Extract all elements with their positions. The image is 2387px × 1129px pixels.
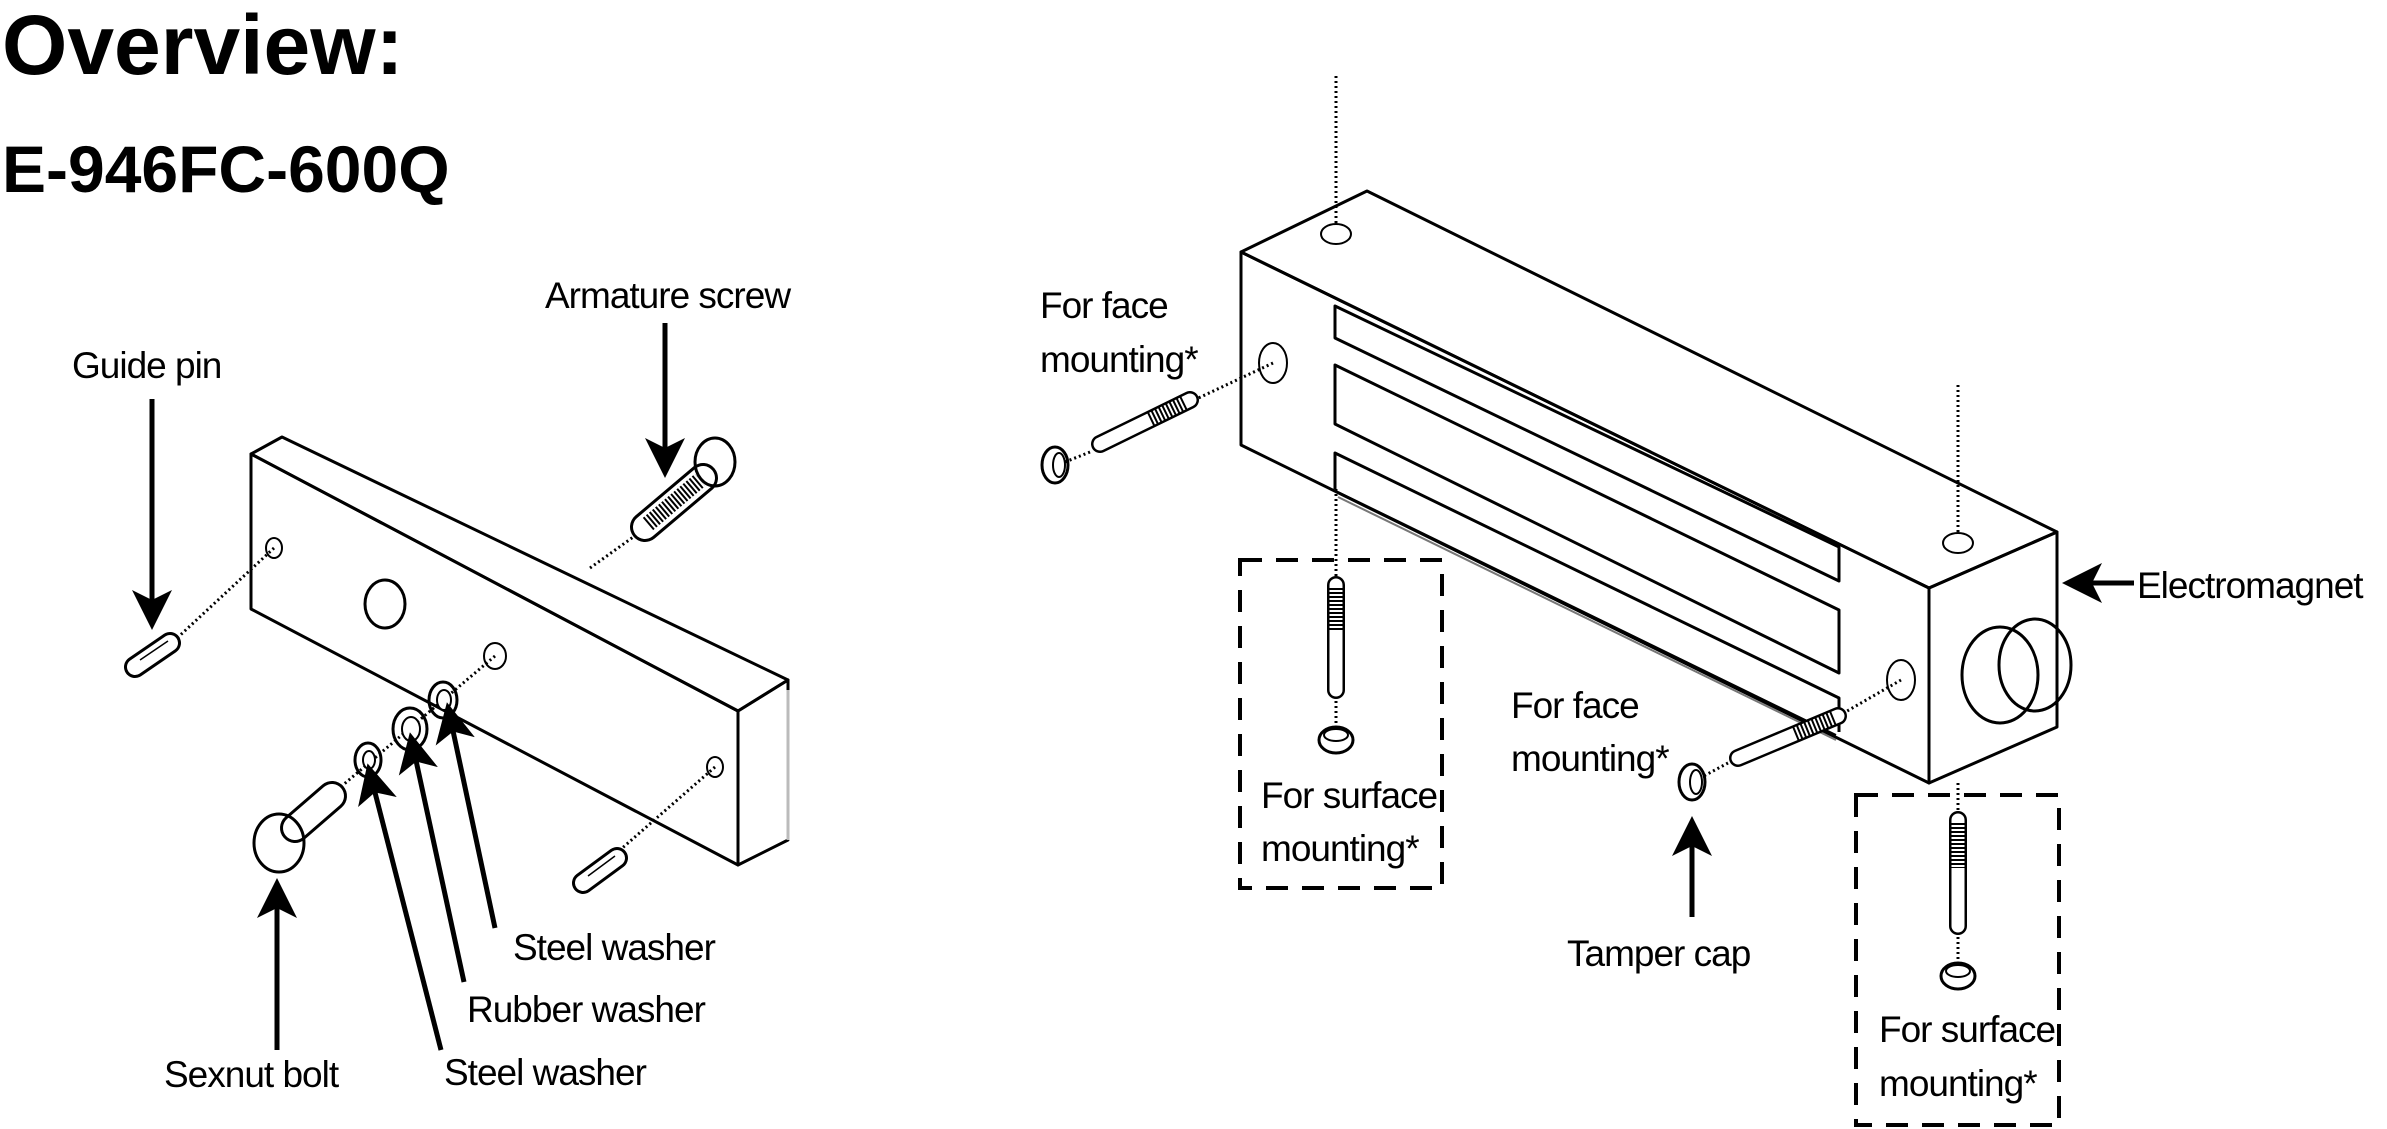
guide-pin-label: Guide pin <box>72 345 221 386</box>
surface-mounting-label: mounting* <box>1261 828 1419 869</box>
electromagnet-body <box>1239 189 2059 785</box>
surface-cap-icon <box>1939 961 1977 991</box>
cable-grommet-icon <box>1960 617 2073 725</box>
model-number: E-946FC-600Q <box>2 132 450 206</box>
surface-mount-box-right <box>1854 793 2061 1127</box>
face-mounting-label: For face <box>1040 285 1168 326</box>
steel-washer-arrow <box>435 702 498 929</box>
tamper-cap-icon <box>1040 445 1070 485</box>
rubber-washer-label: Rubber washer <box>467 989 706 1030</box>
surface-cap-icon <box>1317 725 1355 755</box>
surface-mounting-label: For surface <box>1261 775 1437 816</box>
surface-mounting-label: For surface <box>1879 1009 2055 1050</box>
armature-screw-icon <box>630 436 737 542</box>
center-hole <box>363 578 407 630</box>
steel-washer-label: Steel washer <box>513 927 716 968</box>
armature-plate <box>249 435 790 867</box>
page-title: Overview: <box>2 0 404 92</box>
surface-mounting-label: mounting* <box>1879 1063 2037 1104</box>
electromagnet-label: Electromagnet <box>2137 565 2364 606</box>
surface-mount-hole <box>1320 223 1352 245</box>
guide-pin-icon <box>124 632 181 678</box>
face-mounting-label: mounting* <box>1511 738 1669 779</box>
tamper-cap-icon <box>1677 762 1707 802</box>
steel-washer-label: Steel washer <box>444 1052 647 1093</box>
tamper-cap-label: Tamper cap <box>1567 933 1751 974</box>
armature-screw-label: Armature screw <box>545 275 791 316</box>
guide-pin-icon <box>572 847 628 894</box>
surface-mount-hole <box>1942 532 1974 554</box>
sexnut-bolt-icon <box>252 781 347 874</box>
face-mount-screw-icon <box>1729 707 1847 767</box>
steel-washer-icon <box>427 680 459 720</box>
steel-washer-arrow <box>358 763 444 1051</box>
rubber-washer-arrow <box>398 732 467 983</box>
face-mount-screw-icon <box>1091 391 1199 453</box>
face-mounting-label: mounting* <box>1040 339 1198 380</box>
surface-mount-box-left <box>1238 558 1444 890</box>
sexnut-bolt-label: Sexnut bolt <box>164 1054 340 1095</box>
face-mounting-label: For face <box>1511 685 1639 726</box>
steel-washer-icon <box>353 741 383 779</box>
